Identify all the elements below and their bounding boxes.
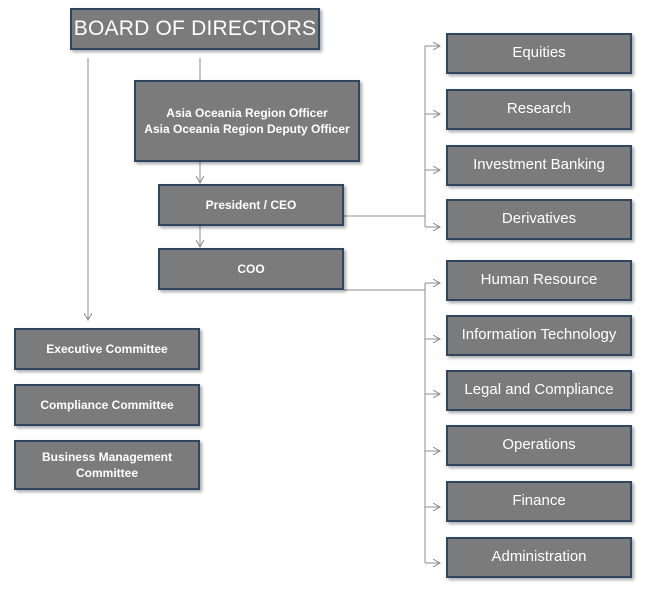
unit-administration-box: Administration [446,537,632,578]
unit-investment-banking-box: Investment Banking [446,145,632,186]
unit-equities-box: Equities [446,33,632,74]
regional-officer-label: Asia Oceania Region Officer Asia Oceania… [144,105,350,136]
unit-research-box: Research [446,89,632,130]
president-ceo-box: President / CEO [158,184,344,226]
unit-operations-box: Operations [446,425,632,466]
regional-officer-box: Asia Oceania Region Officer Asia Oceania… [134,80,360,162]
unit-label: Research [506,100,572,118]
unit-information-technology-box: Information Technology [446,315,632,356]
coo-box: COO [158,248,344,290]
unit-derivatives-box: Derivatives [446,199,632,240]
committee-label: Compliance Committee [40,397,174,412]
president-ceo-label: President / CEO [205,197,297,212]
coo-label: COO [237,261,265,276]
unit-label: Legal and Compliance [464,381,614,399]
unit-legal-and-compliance-box: Legal and Compliance [446,370,632,411]
unit-label: Finance [512,492,566,510]
unit-label: Derivatives [501,210,577,228]
unit-label: Administration [491,548,587,566]
unit-label: Equities [512,44,566,62]
committee-label: Business Management Committee [41,449,173,480]
unit-label: Information Technology [461,326,617,344]
board-of-directors-label: BOARD OF DIRECTORS [73,16,317,40]
unit-finance-box: Finance [446,481,632,522]
unit-label: Operations [502,436,576,454]
executive-committee-box: Executive Committee [14,328,200,370]
compliance-committee-box: Compliance Committee [14,384,200,426]
board-of-directors-box: BOARD OF DIRECTORS [70,8,320,50]
unit-label: Human Resource [480,271,598,289]
unit-label: Investment Banking [473,156,605,174]
business-management-committee-box: Business Management Committee [14,440,200,490]
unit-human-resource-box: Human Resource [446,260,632,301]
committee-label: Executive Committee [46,341,168,356]
